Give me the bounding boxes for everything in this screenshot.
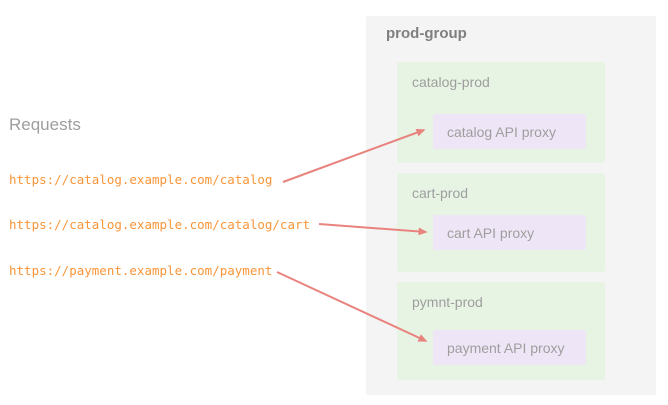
request-url-catalog: https://catalog.example.com/catalog	[9, 172, 273, 187]
proxy-box-cart: cart API proxy	[433, 215, 586, 250]
proxy-label-catalog: catalog API proxy	[447, 123, 556, 140]
env-label-pymnt-prod: pymnt-prod	[412, 294, 483, 310]
env-box-cart-prod: cart-prod cart API proxy	[397, 173, 605, 272]
proxy-box-catalog: catalog API proxy	[433, 114, 586, 149]
requests-heading: Requests	[9, 115, 81, 134]
env-box-pymnt-prod: pymnt-prod payment API proxy	[397, 282, 605, 380]
prod-group-title: prod-group	[386, 25, 467, 42]
request-url-catalog-cart: https://catalog.example.com/catalog/cart	[9, 217, 311, 232]
proxy-label-payment: payment API proxy	[447, 339, 565, 356]
proxy-box-payment: payment API proxy	[433, 330, 586, 365]
proxy-label-cart: cart API proxy	[447, 224, 535, 241]
env-label-cart-prod: cart-prod	[412, 185, 469, 201]
request-url-payment: https://payment.example.com/payment	[9, 263, 273, 278]
env-label-catalog-prod: catalog-prod	[412, 74, 490, 90]
prod-group-panel: prod-group catalog-prod catalog API prox…	[366, 16, 656, 395]
env-box-catalog-prod: catalog-prod catalog API proxy	[397, 62, 605, 163]
